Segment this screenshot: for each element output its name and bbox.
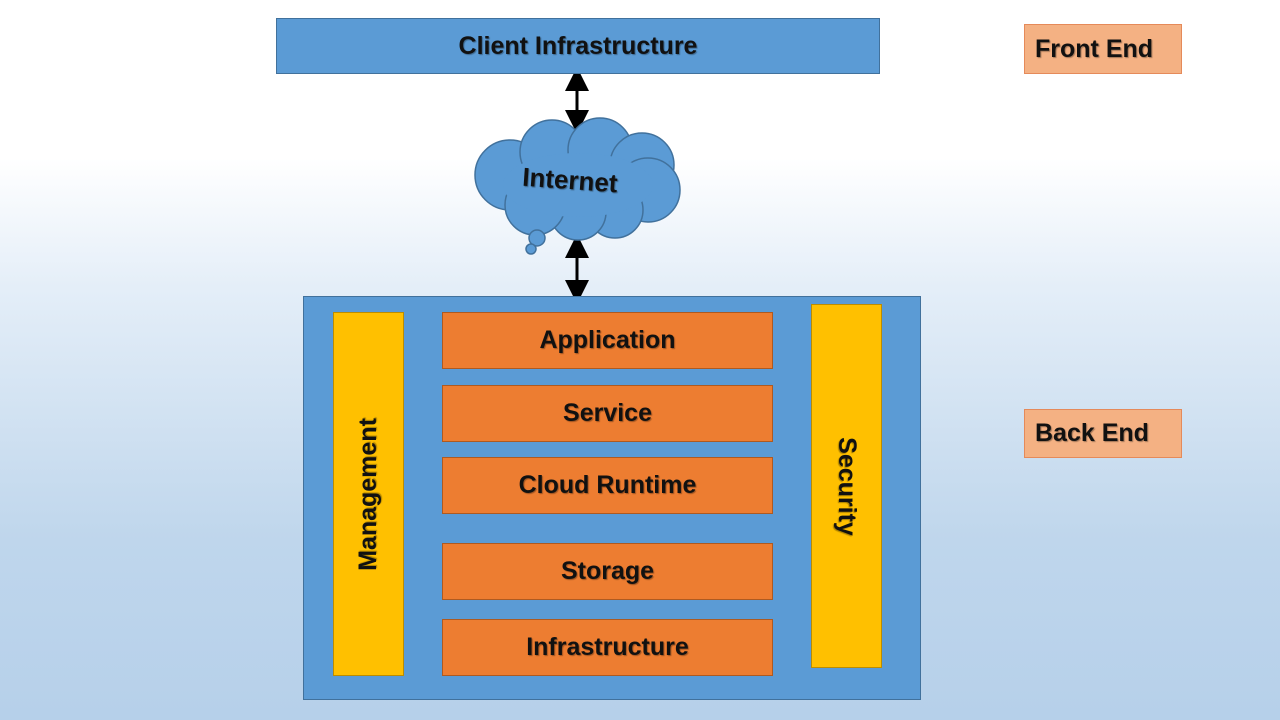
layer-application: Application [442,312,773,369]
management-label: Management [354,417,382,571]
management-box: Management [333,312,404,676]
client-infrastructure-box: Client Infrastructure [276,18,880,74]
security-label: Security [833,436,862,536]
cloud-shape [474,117,681,255]
back-end-label: Back End [1024,409,1182,458]
front-end-label: Front End [1024,24,1182,74]
security-box: Security [811,304,882,668]
layer-storage: Storage [442,543,773,600]
layer-cloud-runtime: Cloud Runtime [442,457,773,514]
layer-service: Service [442,385,773,442]
layer-infrastructure: Infrastructure [442,619,773,676]
